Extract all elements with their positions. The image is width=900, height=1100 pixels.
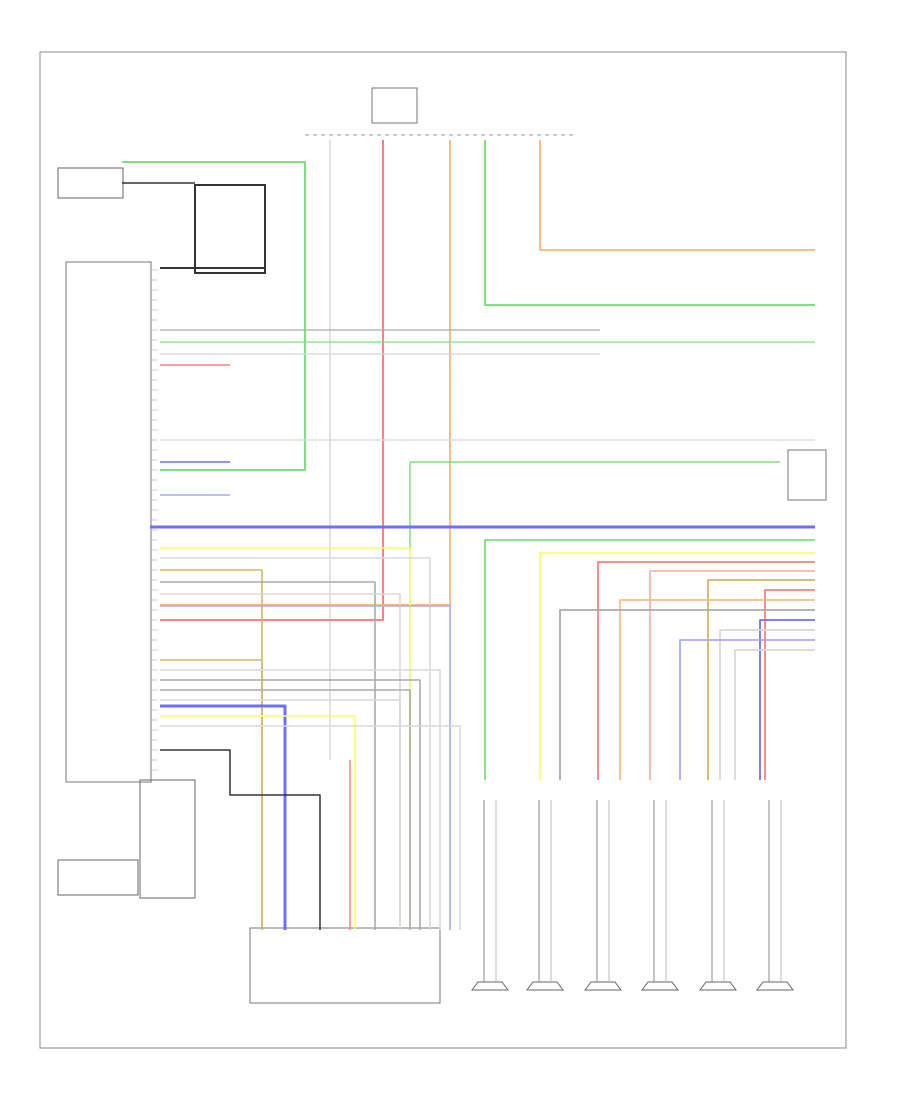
wire-black-relay-return [160,185,266,269]
speaker-icon [699,981,737,991]
wire-orange-feed [160,140,451,606]
wire-left-feed-10 [160,699,401,930]
bottom-connector-block [249,927,441,1004]
wire-speaker-feed-6 [619,599,815,780]
wire-speaker-feed-1 [539,552,815,780]
wire-green-feed-right [484,140,815,306]
wire-speaker-feed-3 [649,570,815,780]
ground-block-bottom [57,859,139,896]
wire-black-ground [160,749,321,930]
wire-speaker-feed-4 [707,579,815,780]
wire-left-feed-3 [160,581,376,930]
wire-orange-feed-right [539,140,815,251]
right-connector-box [787,449,827,501]
wire-speaker-feed-8 [759,619,815,780]
wire-left-feed-13 [160,725,461,930]
wire-speaker-feed-11 [734,649,815,780]
wire-speaker-feed-2 [597,561,815,780]
wire-speaker-feed-7 [559,609,815,780]
wire-speaker-feed-5 [764,589,815,780]
wire-left-feed-11 [160,704,287,930]
speaker-icon [641,981,679,991]
wire-left-feed-4 [160,593,401,930]
wire-green-loop [122,161,306,471]
relay-box-top [194,184,266,274]
relay-box-bottom [139,779,196,899]
wire-red-feed [160,140,384,621]
diagram-border [39,51,847,1049]
speaker-icon [526,981,564,991]
wire-left-feed-6 [160,659,263,930]
wire-left-feed-7 [160,669,441,930]
wire-group [122,140,815,930]
wire-left-feed-12 [160,715,356,930]
wire-left-feed-1 [160,557,431,930]
wire-speaker-feed-0 [484,539,815,780]
radio-unit-outline [65,261,152,783]
wire-speaker-feed-10 [679,639,815,780]
speaker-icon [471,981,509,991]
speaker-icon [756,981,794,991]
fuse-block [371,87,418,124]
pin-label-group [150,269,157,771]
ground-block-top [57,167,124,199]
speaker-group [471,800,794,991]
wire-left-feed-8 [160,679,421,930]
wire-left-feed-9 [160,689,411,930]
speaker-icon [584,981,622,991]
wire-speaker-feed-9 [719,629,815,780]
wire-left-feed-5 [160,605,451,930]
